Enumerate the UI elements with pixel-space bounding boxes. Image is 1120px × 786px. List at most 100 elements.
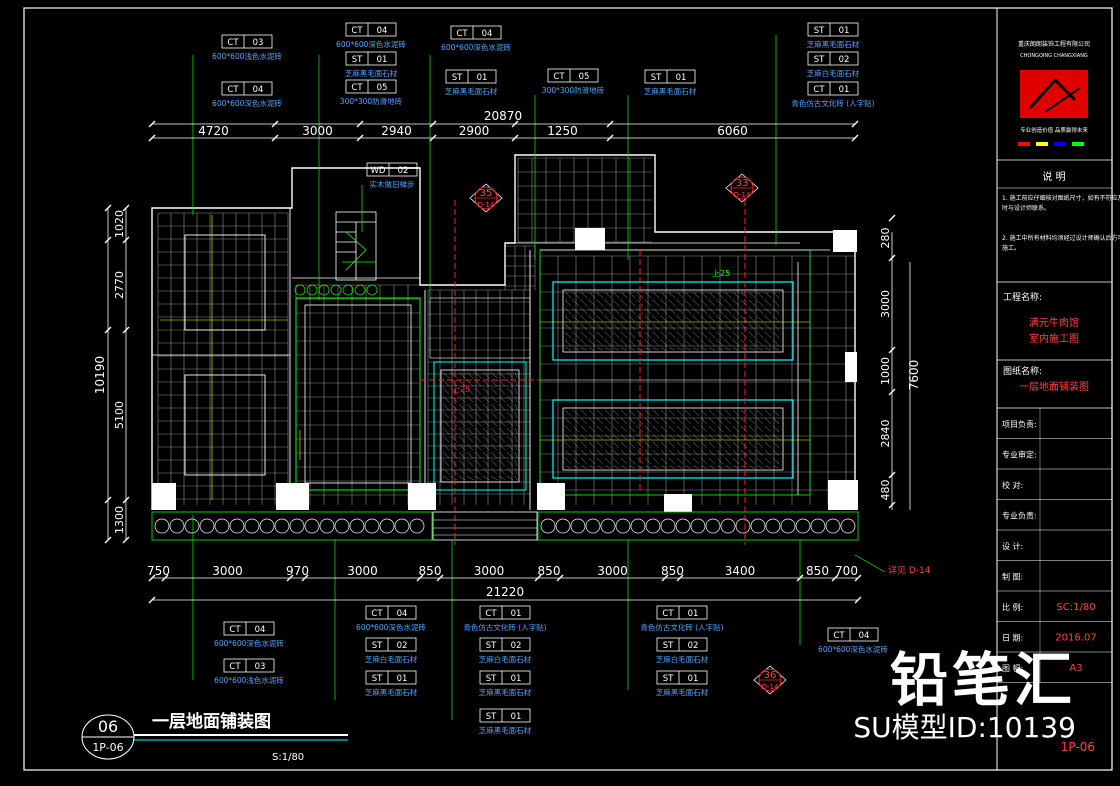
tag-description: 芝麻黑毛面石材: [345, 68, 398, 78]
section-mark: 33D-14: [725, 173, 759, 203]
tag-number: 04: [397, 609, 408, 619]
bottom-overall-dim: 21220: [486, 585, 524, 599]
bottom-dim-segment: 3000: [474, 564, 505, 578]
note-line: 时与设计师联系。: [1002, 204, 1050, 212]
material-tag: CT 01 青色仿古文化砖 (人字贴): [791, 81, 875, 108]
staircase: [335, 211, 377, 281]
level-note-2: 上25: [452, 385, 470, 394]
tag-number: 02: [839, 55, 850, 65]
tag-code: CT: [813, 85, 825, 95]
bottom-dim-segment: 970: [286, 564, 309, 578]
tag-code: ST: [486, 641, 497, 651]
title-block-fields: 项目负责:专业审定:校 对:专业负责:设 计:制 图:比 例:SC:1/80日 …: [997, 408, 1112, 683]
sheet-number: 06: [98, 717, 118, 736]
planter-strip-right: [537, 511, 859, 541]
herringbone-hatch: [442, 291, 780, 481]
section-mark-sheet: D-14: [478, 201, 495, 209]
title-block-field: 校 对:: [997, 469, 1112, 500]
field-label: 图 幅:: [1002, 663, 1023, 673]
leader-lines: [192, 35, 886, 720]
tag-code: CT: [371, 609, 383, 619]
tag-description: 300*300防滑地砖: [542, 85, 605, 95]
section-mark-number: 36: [764, 670, 777, 681]
dimension-ticks: [104, 120, 896, 604]
bottom-dim-segment: 750: [147, 564, 170, 578]
top-dim-segment: 2940: [381, 124, 412, 138]
tag-number: 05: [377, 83, 388, 93]
watermark-title: 铅笔汇: [889, 646, 1076, 714]
tag-description: 300*300防滑地砖: [340, 96, 403, 106]
tag-description: 600*600深色水泥砖: [212, 98, 282, 108]
watermark-id: SU模型ID:10139: [853, 711, 1076, 744]
tag-code: CT: [485, 609, 497, 619]
sheet-scale: S:1/80: [272, 752, 304, 763]
tag-code: WD: [371, 166, 386, 176]
tag-description: 600*600深色水泥砖: [441, 42, 511, 52]
title-block-field: 项目负责:: [997, 408, 1112, 439]
tag-number: 03: [253, 38, 264, 48]
tag-number: 01: [511, 609, 522, 619]
tag-number: 04: [377, 26, 388, 36]
bottom-dim-segment: 3000: [597, 564, 628, 578]
section-mark-number: 33: [736, 178, 749, 189]
material-tag: CT 04 600*600深色水泥砖: [356, 605, 426, 632]
title-block-field: 制 图:: [997, 560, 1112, 592]
tag-description: 600*600深色水泥砖: [356, 622, 426, 632]
brand-color-bar: [1036, 142, 1048, 146]
tag-number: 01: [839, 26, 850, 36]
floor-plan: [151, 35, 886, 720]
left-overall-dim: 10190: [93, 356, 107, 394]
drawing-label: 图纸名称:: [1003, 365, 1042, 377]
tag-number: 01: [688, 609, 699, 619]
section-mark-sheet: D-14: [734, 191, 751, 199]
bottom-dim-segment: 3000: [212, 564, 243, 578]
title-block-field: 设 计:: [997, 530, 1112, 561]
watermark: 铅笔汇 SU模型ID:10139: [853, 648, 1076, 744]
section-mark: 36D-14: [753, 665, 787, 695]
project-label: 工程名称:: [1003, 291, 1042, 303]
tag-code: ST: [452, 73, 463, 83]
company-name-en: CHONGQING CHANGXIANG: [1020, 53, 1088, 59]
sheet-title: 一层地面铺装图: [152, 711, 271, 732]
title-block-field: 图 幅: A3: [997, 652, 1112, 683]
brand-color-bar: [1072, 142, 1084, 146]
tag-code: CT: [227, 38, 239, 48]
title-block-field: 日 期:2016.07: [997, 621, 1112, 653]
tag-code: ST: [651, 73, 662, 83]
tag-description: 芝麻黑毛面石材: [479, 725, 532, 735]
field-value: A3: [1069, 663, 1082, 674]
tag-number: 01: [839, 85, 850, 95]
tag-number: 01: [477, 73, 488, 83]
tag-description: 青色仿古文化砖 (人字贴): [791, 98, 874, 108]
company-motto: 专业创造价值 品质赢得未来: [1020, 126, 1088, 134]
sheet-code: 1P-06: [92, 741, 123, 754]
project-name-line1: 满元牛肉馆: [1029, 316, 1079, 329]
project-name-line2: 室内施工图: [1029, 332, 1079, 345]
title-block-sheet-code: 1P-06: [1061, 740, 1095, 754]
tag-code: CT: [229, 662, 241, 672]
tag-description: 600*600深色水泥砖: [336, 39, 406, 49]
tag-code: CT: [227, 85, 239, 95]
tag-number: 04: [255, 625, 266, 635]
tag-description: 芝麻黑毛面石材: [644, 86, 697, 96]
tag-number: 01: [676, 73, 687, 83]
tag-code: CT: [351, 83, 363, 93]
planter-row: [154, 284, 856, 534]
tag-code: ST: [814, 26, 825, 36]
top-dim-segment: 6060: [717, 124, 748, 138]
left-dim-segment: 1300: [113, 506, 126, 534]
top-dim-segment: 2900: [459, 124, 490, 138]
notes-title: 说 明: [1042, 170, 1065, 183]
field-label: 日 期:: [1002, 634, 1023, 643]
tag-code: CT: [456, 29, 468, 39]
